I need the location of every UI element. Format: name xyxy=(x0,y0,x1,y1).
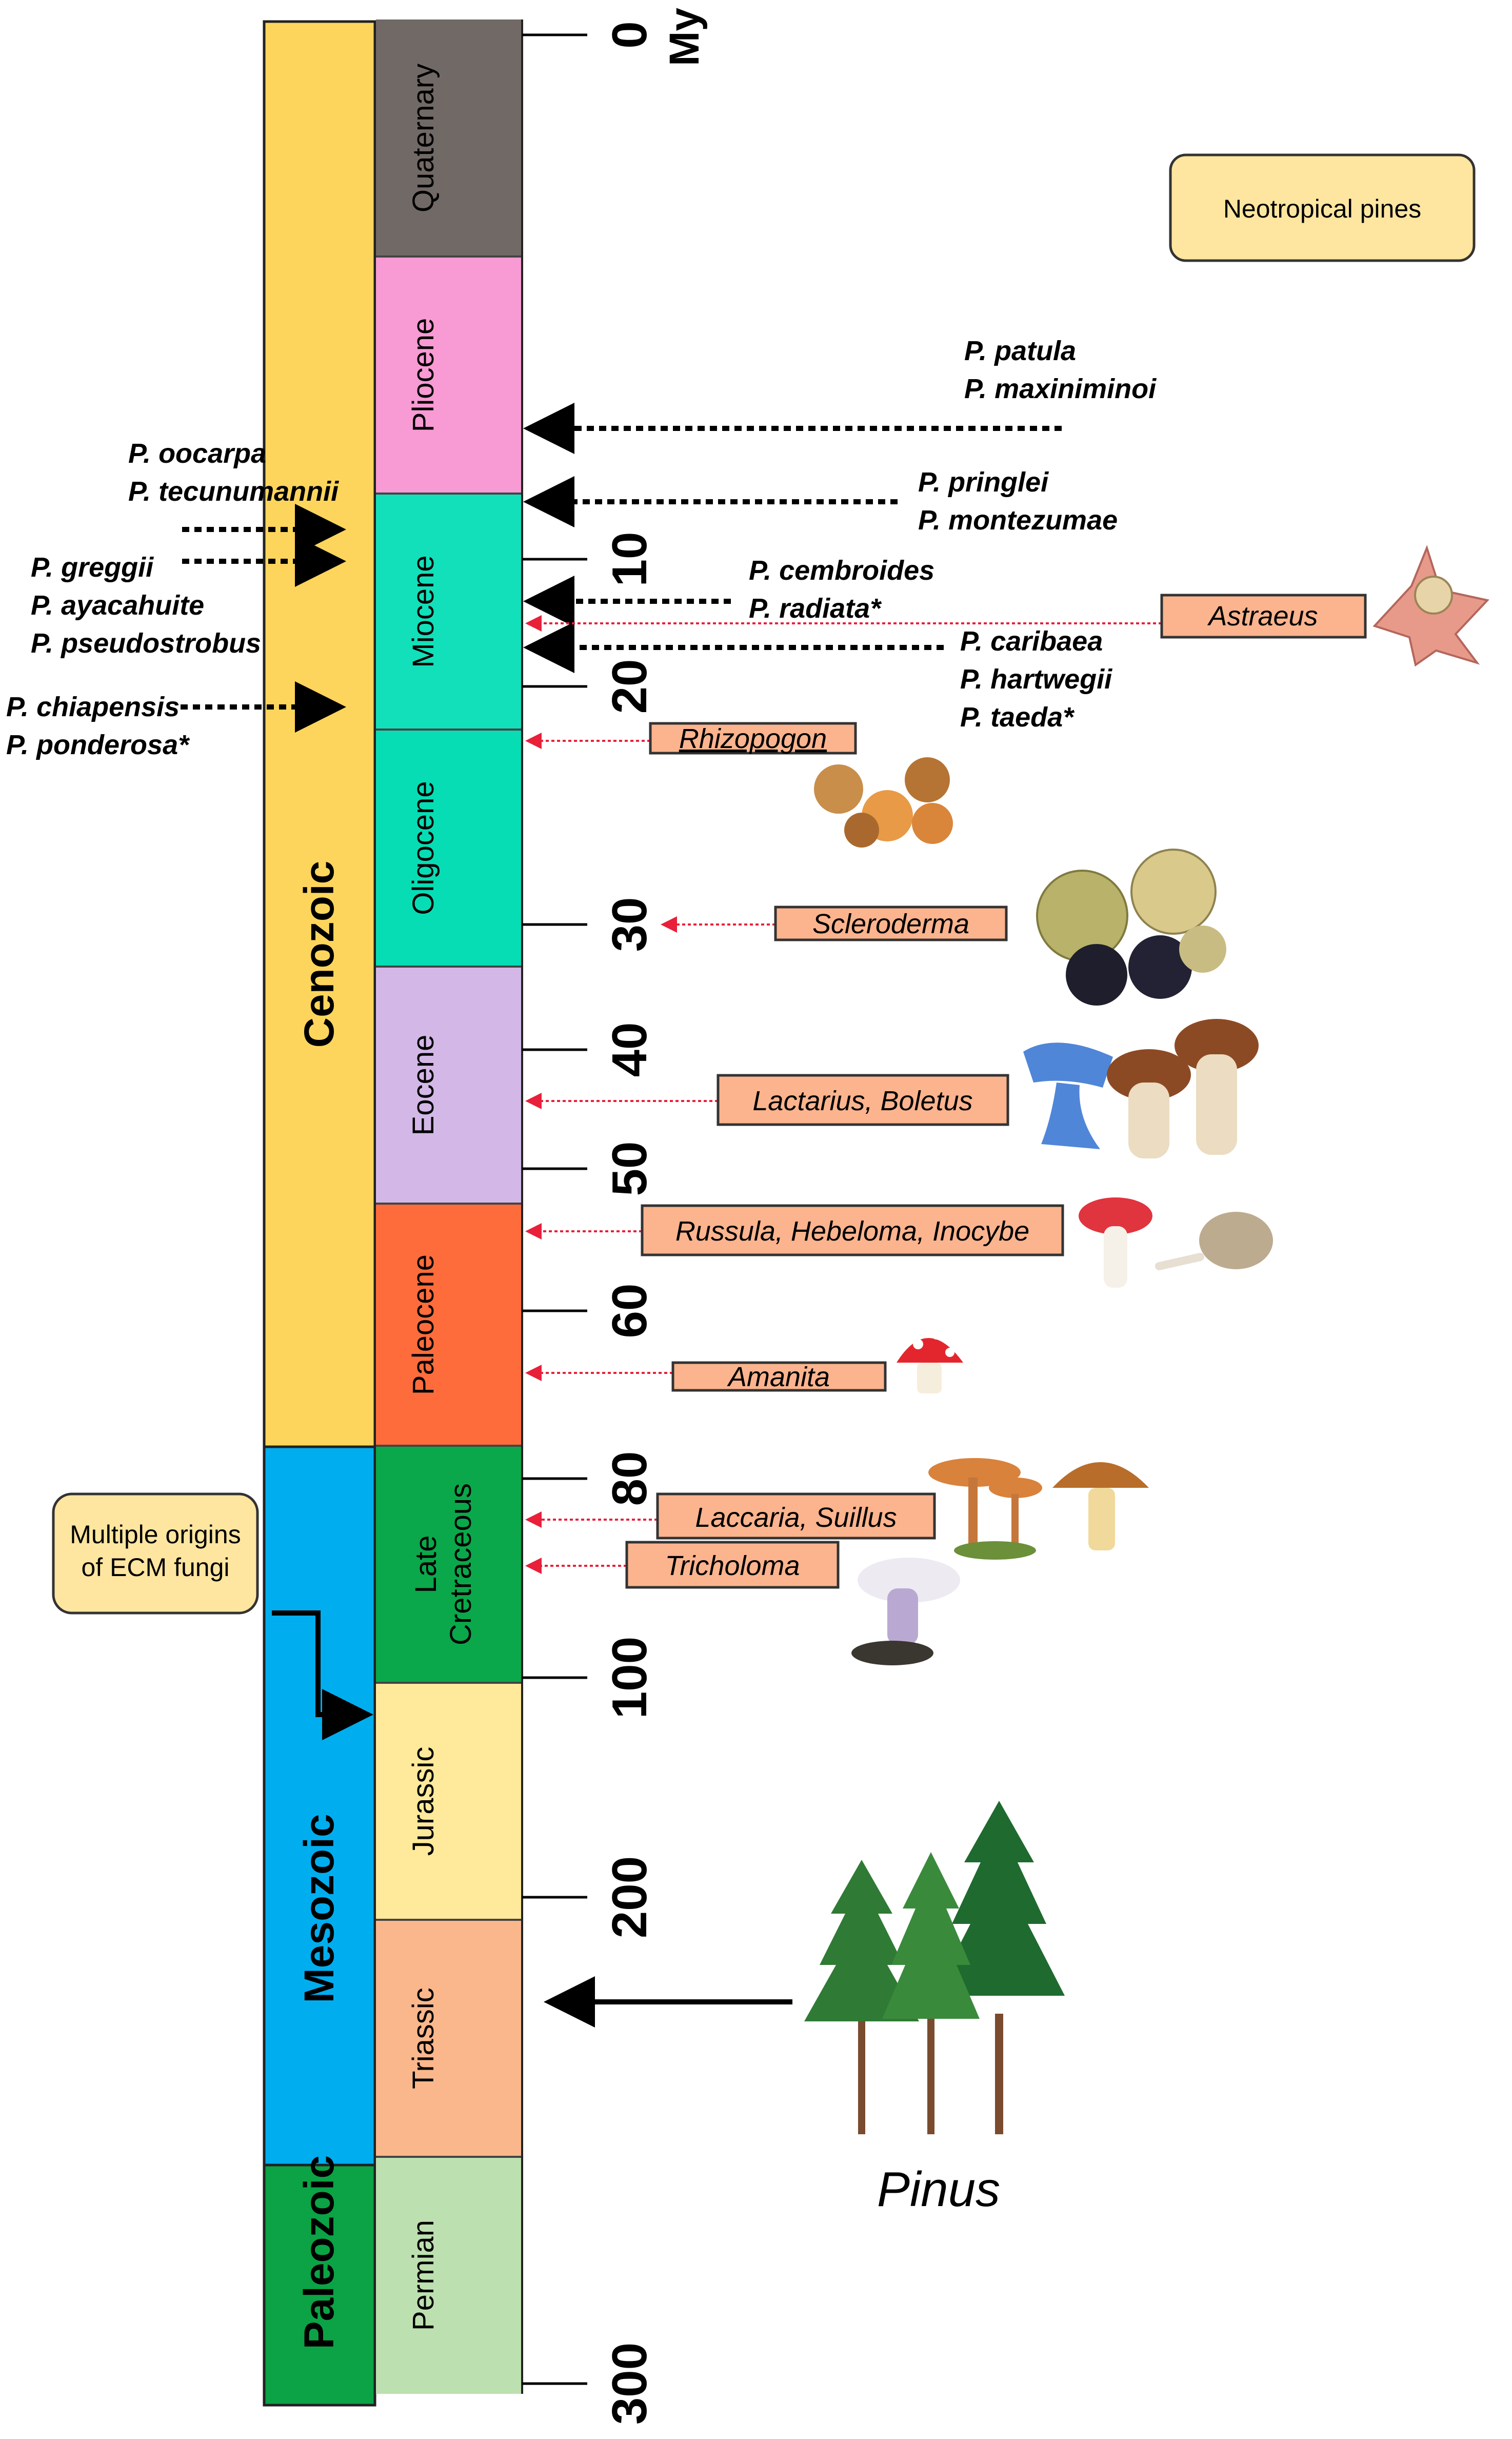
fungus-label-laccaria-suillus: Laccaria, Suillus xyxy=(695,1502,897,1533)
fungus-box-rhizopogon xyxy=(649,722,857,755)
tick-label-20: 20 xyxy=(602,659,657,714)
period-late-cretraceous-band xyxy=(376,1446,522,1683)
period-permian-band xyxy=(376,2157,522,2394)
era-label-cenozoic: Cenozoic xyxy=(296,861,343,1048)
period-triassic-band xyxy=(376,1920,522,2157)
period-jurassic-band xyxy=(376,1683,522,1920)
era-mesozoic-band xyxy=(263,1445,376,2167)
pine-label-montezumae: P. montezumae xyxy=(918,505,1118,536)
pine-label-oocarpa: P. oocarpa xyxy=(128,438,266,469)
neotropical-pines-box: Neotropical pines xyxy=(1169,153,1476,262)
fungus-label-rhizopogon: Rhizopogon xyxy=(679,723,827,754)
tick-label-40: 40 xyxy=(602,1022,657,1077)
pine-label-ponderosa: P. ponderosa* xyxy=(6,730,190,760)
mushroom-icon xyxy=(1023,1043,1113,1149)
pine-label-tecunumannii: P. tecunumannii xyxy=(128,476,339,507)
fungi-illustrations xyxy=(804,545,1489,2134)
period-quaternary-band xyxy=(376,19,522,257)
period-label-jurassic: Jurassic xyxy=(407,1747,440,1856)
tick-label-0: 0 xyxy=(602,21,657,48)
pinus-label: Pinus xyxy=(877,2162,1000,2217)
period-miocene-band xyxy=(376,494,522,730)
period-label-quaternary: Quaternary xyxy=(407,64,440,212)
tick-label-80: 80 xyxy=(602,1451,657,1506)
era-cenozoic-band xyxy=(263,20,376,1448)
era-label-paleozoic: Paleozoic xyxy=(296,2155,343,2349)
period-label-eocene: Eocene xyxy=(407,1035,440,1136)
mushroom-icon xyxy=(1052,1462,1149,1550)
fungus-box-laccaria-suillus xyxy=(656,1492,936,1540)
tick-label-30: 30 xyxy=(602,897,657,952)
fungus-label-lactarius-boletus: Lactarius, Boletus xyxy=(752,1086,972,1116)
pine-label-radiata: P. radiata* xyxy=(749,593,882,624)
pine-label-patula: P. patula xyxy=(964,336,1076,366)
earthstar-icon xyxy=(1372,545,1489,667)
period-label-late-cretraceous-line2: Cretraceous xyxy=(444,1483,478,1645)
period-column: Quaternary Pliocene Miocene Oligocene Eo… xyxy=(376,19,522,2394)
truffle-icon xyxy=(814,757,953,848)
mushroom-icon xyxy=(928,1458,1042,1560)
pine-label-maxiniminoi: P. maxiniminoi xyxy=(964,373,1157,404)
tick-label-60: 60 xyxy=(602,1284,657,1339)
right-pine-groups: P. patula P. maxiniminoi P. pringlei P. … xyxy=(523,336,1157,733)
tick-label-300: 300 xyxy=(602,2343,657,2425)
period-label-late-cretraceous-line1: Late xyxy=(409,1536,443,1594)
pine-label-cembroides: P. cembroides xyxy=(749,555,934,586)
pine-tree-icon xyxy=(804,1801,1065,2134)
puffball-icon xyxy=(1036,849,1226,1006)
period-label-miocene: Miocene xyxy=(407,555,440,667)
fungus-box-lactarius-boletus xyxy=(717,1074,1009,1126)
period-eocene-band xyxy=(376,967,522,1204)
pine-label-ayacahuite: P. ayacahuite xyxy=(31,590,204,621)
unit-label-my: My xyxy=(661,8,708,66)
fungus-box-russula xyxy=(641,1204,1064,1256)
fungus-box-scleroderma xyxy=(774,906,1008,941)
time-axis: 0 My 10 20 30 40 50 60 80 100 200 300 xyxy=(521,8,708,2425)
fungus-label-scleroderma: Scleroderma xyxy=(812,909,969,939)
tick-label-100: 100 xyxy=(602,1637,657,1719)
pine-label-chiapensis: P. chiapensis xyxy=(6,692,180,722)
fungi-groups: Astraeus Rhizopogon Scleroderma Lactariu… xyxy=(525,594,1367,1589)
era-column: Cenozoic Mesozoic Paleozoic xyxy=(263,20,376,2407)
left-pine-groups: P. oocarpa P. tecunumannii P. greggii P.… xyxy=(6,438,346,760)
fungus-box-amanita xyxy=(671,1361,887,1392)
period-oligocene-band xyxy=(376,730,522,967)
fungus-label-amanita: Amanita xyxy=(727,1362,830,1392)
pine-label-greggii: P. greggii xyxy=(31,552,154,583)
era-paleozoic-band xyxy=(263,2163,376,2407)
mushroom-icon xyxy=(897,1330,963,1393)
ecm-arrow xyxy=(272,1610,373,1740)
pine-label-caribaea: P. caribaea xyxy=(960,626,1103,657)
mushroom-icon xyxy=(1107,1019,1259,1158)
period-label-triassic: Triassic xyxy=(407,1988,440,2089)
pine-label-pseudostrobus: P. pseudostrobus xyxy=(31,628,261,659)
pine-label-taeda: P. taeda* xyxy=(960,702,1075,733)
era-label-mesozoic: Mesozoic xyxy=(296,1814,343,2003)
fungus-box-astraeus xyxy=(1160,594,1367,639)
period-paleocene-band xyxy=(376,1204,522,1446)
pine-label-hartwegii: P. hartwegii xyxy=(960,664,1112,695)
period-label-pliocene: Pliocene xyxy=(407,318,440,432)
ecm-note-line1: Multiple origins xyxy=(70,1520,241,1549)
fungus-label-astraeus: Astraeus xyxy=(1207,601,1318,632)
neotropical-pines-label: Neotropical pines xyxy=(1223,194,1421,223)
tick-label-50: 50 xyxy=(602,1142,657,1196)
period-label-permian: Permian xyxy=(407,2220,440,2331)
ecm-note-line2: of ECM fungi xyxy=(81,1553,229,1582)
mushroom-icon xyxy=(1079,1197,1273,1288)
period-label-oligocene: Oligocene xyxy=(407,781,440,915)
tick-label-10: 10 xyxy=(602,532,657,587)
tick-label-200: 200 xyxy=(602,1856,657,1938)
ecm-origins-note: Multiple origins of ECM fungi xyxy=(52,1492,373,1740)
period-pliocene-band xyxy=(376,257,522,494)
fungus-label-russula: Russula, Hebeloma, Inocybe xyxy=(675,1216,1029,1247)
fungus-label-tricholoma: Tricholoma xyxy=(665,1550,800,1581)
fungus-box-tricholoma xyxy=(625,1541,840,1589)
mushroom-icon xyxy=(851,1558,960,1665)
period-label-paleocene: Paleocene xyxy=(407,1254,440,1395)
pine-label-pringlei: P. pringlei xyxy=(918,467,1049,498)
